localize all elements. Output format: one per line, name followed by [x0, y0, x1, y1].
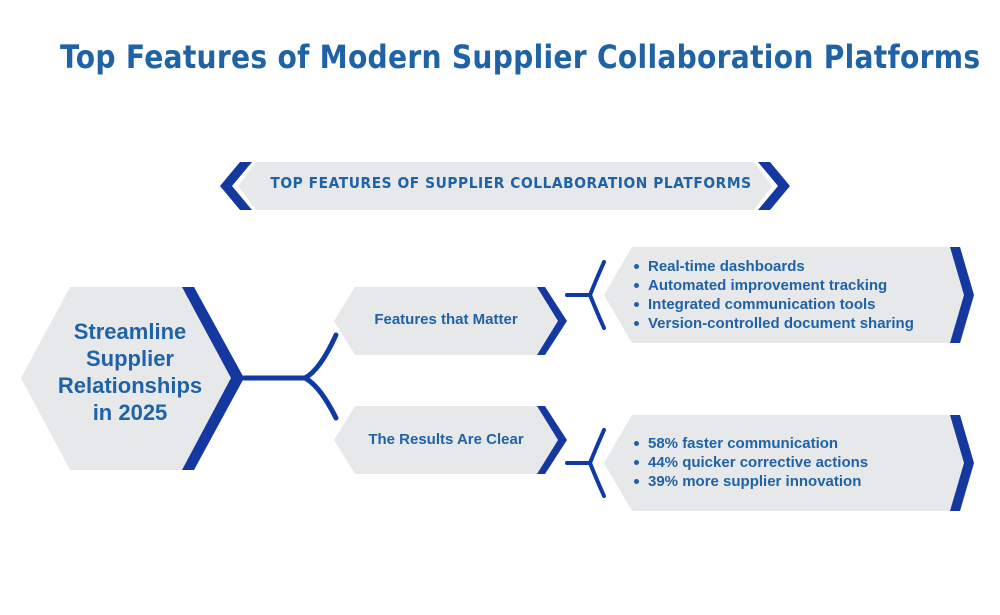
hub-line: Streamline — [73, 319, 187, 344]
hub-line: Supplier — [85, 346, 174, 371]
list-item: Real-time dashboards — [634, 257, 914, 276]
hub-connector — [241, 332, 339, 421]
list-item: Version-controlled document sharing — [634, 315, 914, 332]
hub-hexagon — [21, 287, 244, 470]
branch-hexagon-results — [334, 406, 567, 474]
banner-shape — [220, 162, 790, 210]
branch-label-results: The Results Are Clear — [368, 431, 524, 448]
features-list: Real-time dashboards Automated improveme… — [630, 257, 914, 333]
list-item: 58% faster communication — [633, 434, 868, 453]
banner-label: TOP FEATURES OF SUPPLIER COLLABORATION P… — [270, 174, 752, 192]
hub-label: Streamline Supplier Relationships in 202… — [40, 318, 220, 426]
list-item: Integrated communication tools — [634, 295, 914, 314]
list-item: 39% more supplier innovation — [633, 472, 868, 491]
features-list-panel — [604, 247, 974, 343]
hub-line: in 2025 — [92, 400, 168, 425]
branch-label-features: Features that Matter — [374, 311, 518, 328]
list-item: Automated improvement tracking — [634, 276, 914, 295]
hub-line: Relationships — [57, 373, 203, 398]
results-list-panel — [604, 415, 974, 511]
features-connector — [565, 260, 606, 330]
results-list: 58% faster communication 44% quicker cor… — [630, 434, 868, 491]
branch-hexagon-features — [334, 287, 567, 355]
list-item: 44% quicker corrective actions — [633, 454, 869, 471]
page-title: Top Features of Modern Supplier Collabor… — [60, 38, 981, 76]
results-connector — [565, 428, 606, 498]
